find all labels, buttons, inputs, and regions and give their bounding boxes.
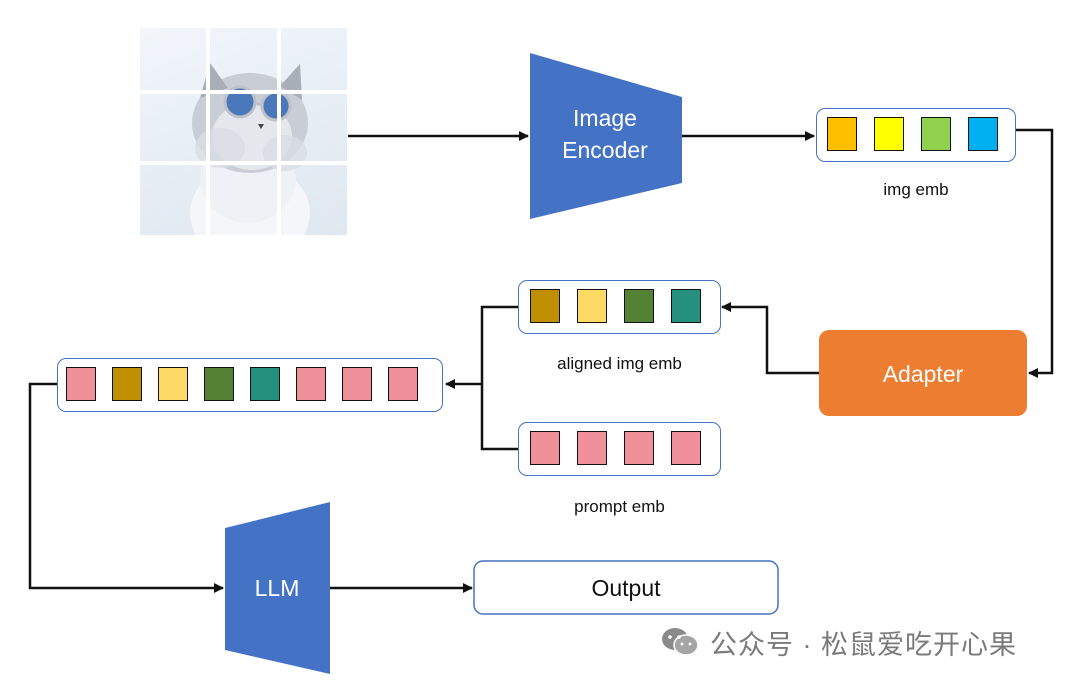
output-box xyxy=(473,560,779,615)
combined-emb-box xyxy=(57,358,443,412)
token-square xyxy=(968,117,998,151)
img-emb-box xyxy=(816,108,1016,162)
aligned-img-emb-caption: aligned img emb xyxy=(557,354,682,373)
prompt-emb-box xyxy=(518,422,721,476)
token-square xyxy=(530,289,560,323)
token-square xyxy=(671,289,701,323)
arrow-adapter-to-aligned-emb xyxy=(721,302,819,375)
output-label: Output xyxy=(591,575,661,601)
llm-label: LLM xyxy=(255,575,300,601)
token-square xyxy=(921,117,951,151)
token-square xyxy=(874,117,904,151)
input-cat-image xyxy=(140,28,347,235)
wechat-icon xyxy=(662,628,699,656)
token-square xyxy=(624,431,654,465)
token-square xyxy=(388,367,418,401)
encoder-label-line2: Encoder xyxy=(562,137,648,163)
token-square xyxy=(158,367,188,401)
token-square xyxy=(296,367,326,401)
image-encoder-shape xyxy=(530,53,682,219)
aligned-img-emb-box xyxy=(518,280,721,334)
token-square xyxy=(827,117,857,151)
token-square xyxy=(112,367,142,401)
watermark: 公众号 · 松鼠爱吃开心果 xyxy=(660,622,1017,662)
token-square xyxy=(250,367,280,401)
token-square xyxy=(577,289,607,323)
token-square xyxy=(66,367,96,401)
token-square xyxy=(204,367,234,401)
watermark-text: 公众号 · 松鼠爱吃开心果 xyxy=(710,629,1017,660)
prompt-emb-caption: prompt emb xyxy=(574,497,665,516)
arrow-combined-to-llm xyxy=(28,382,224,593)
arrow-img-emb-to-adapter xyxy=(1016,128,1054,378)
token-square xyxy=(577,431,607,465)
adapter-label: Adapter xyxy=(883,361,964,387)
connector-aligned-branch xyxy=(480,305,518,451)
token-square xyxy=(342,367,372,401)
img-emb-caption: img emb xyxy=(883,180,949,199)
adapter-shape xyxy=(819,330,1027,416)
token-square xyxy=(530,431,560,465)
llm-shape xyxy=(225,502,330,674)
encoder-label-line1: Image xyxy=(573,105,637,131)
token-square xyxy=(671,431,701,465)
token-square xyxy=(624,289,654,323)
